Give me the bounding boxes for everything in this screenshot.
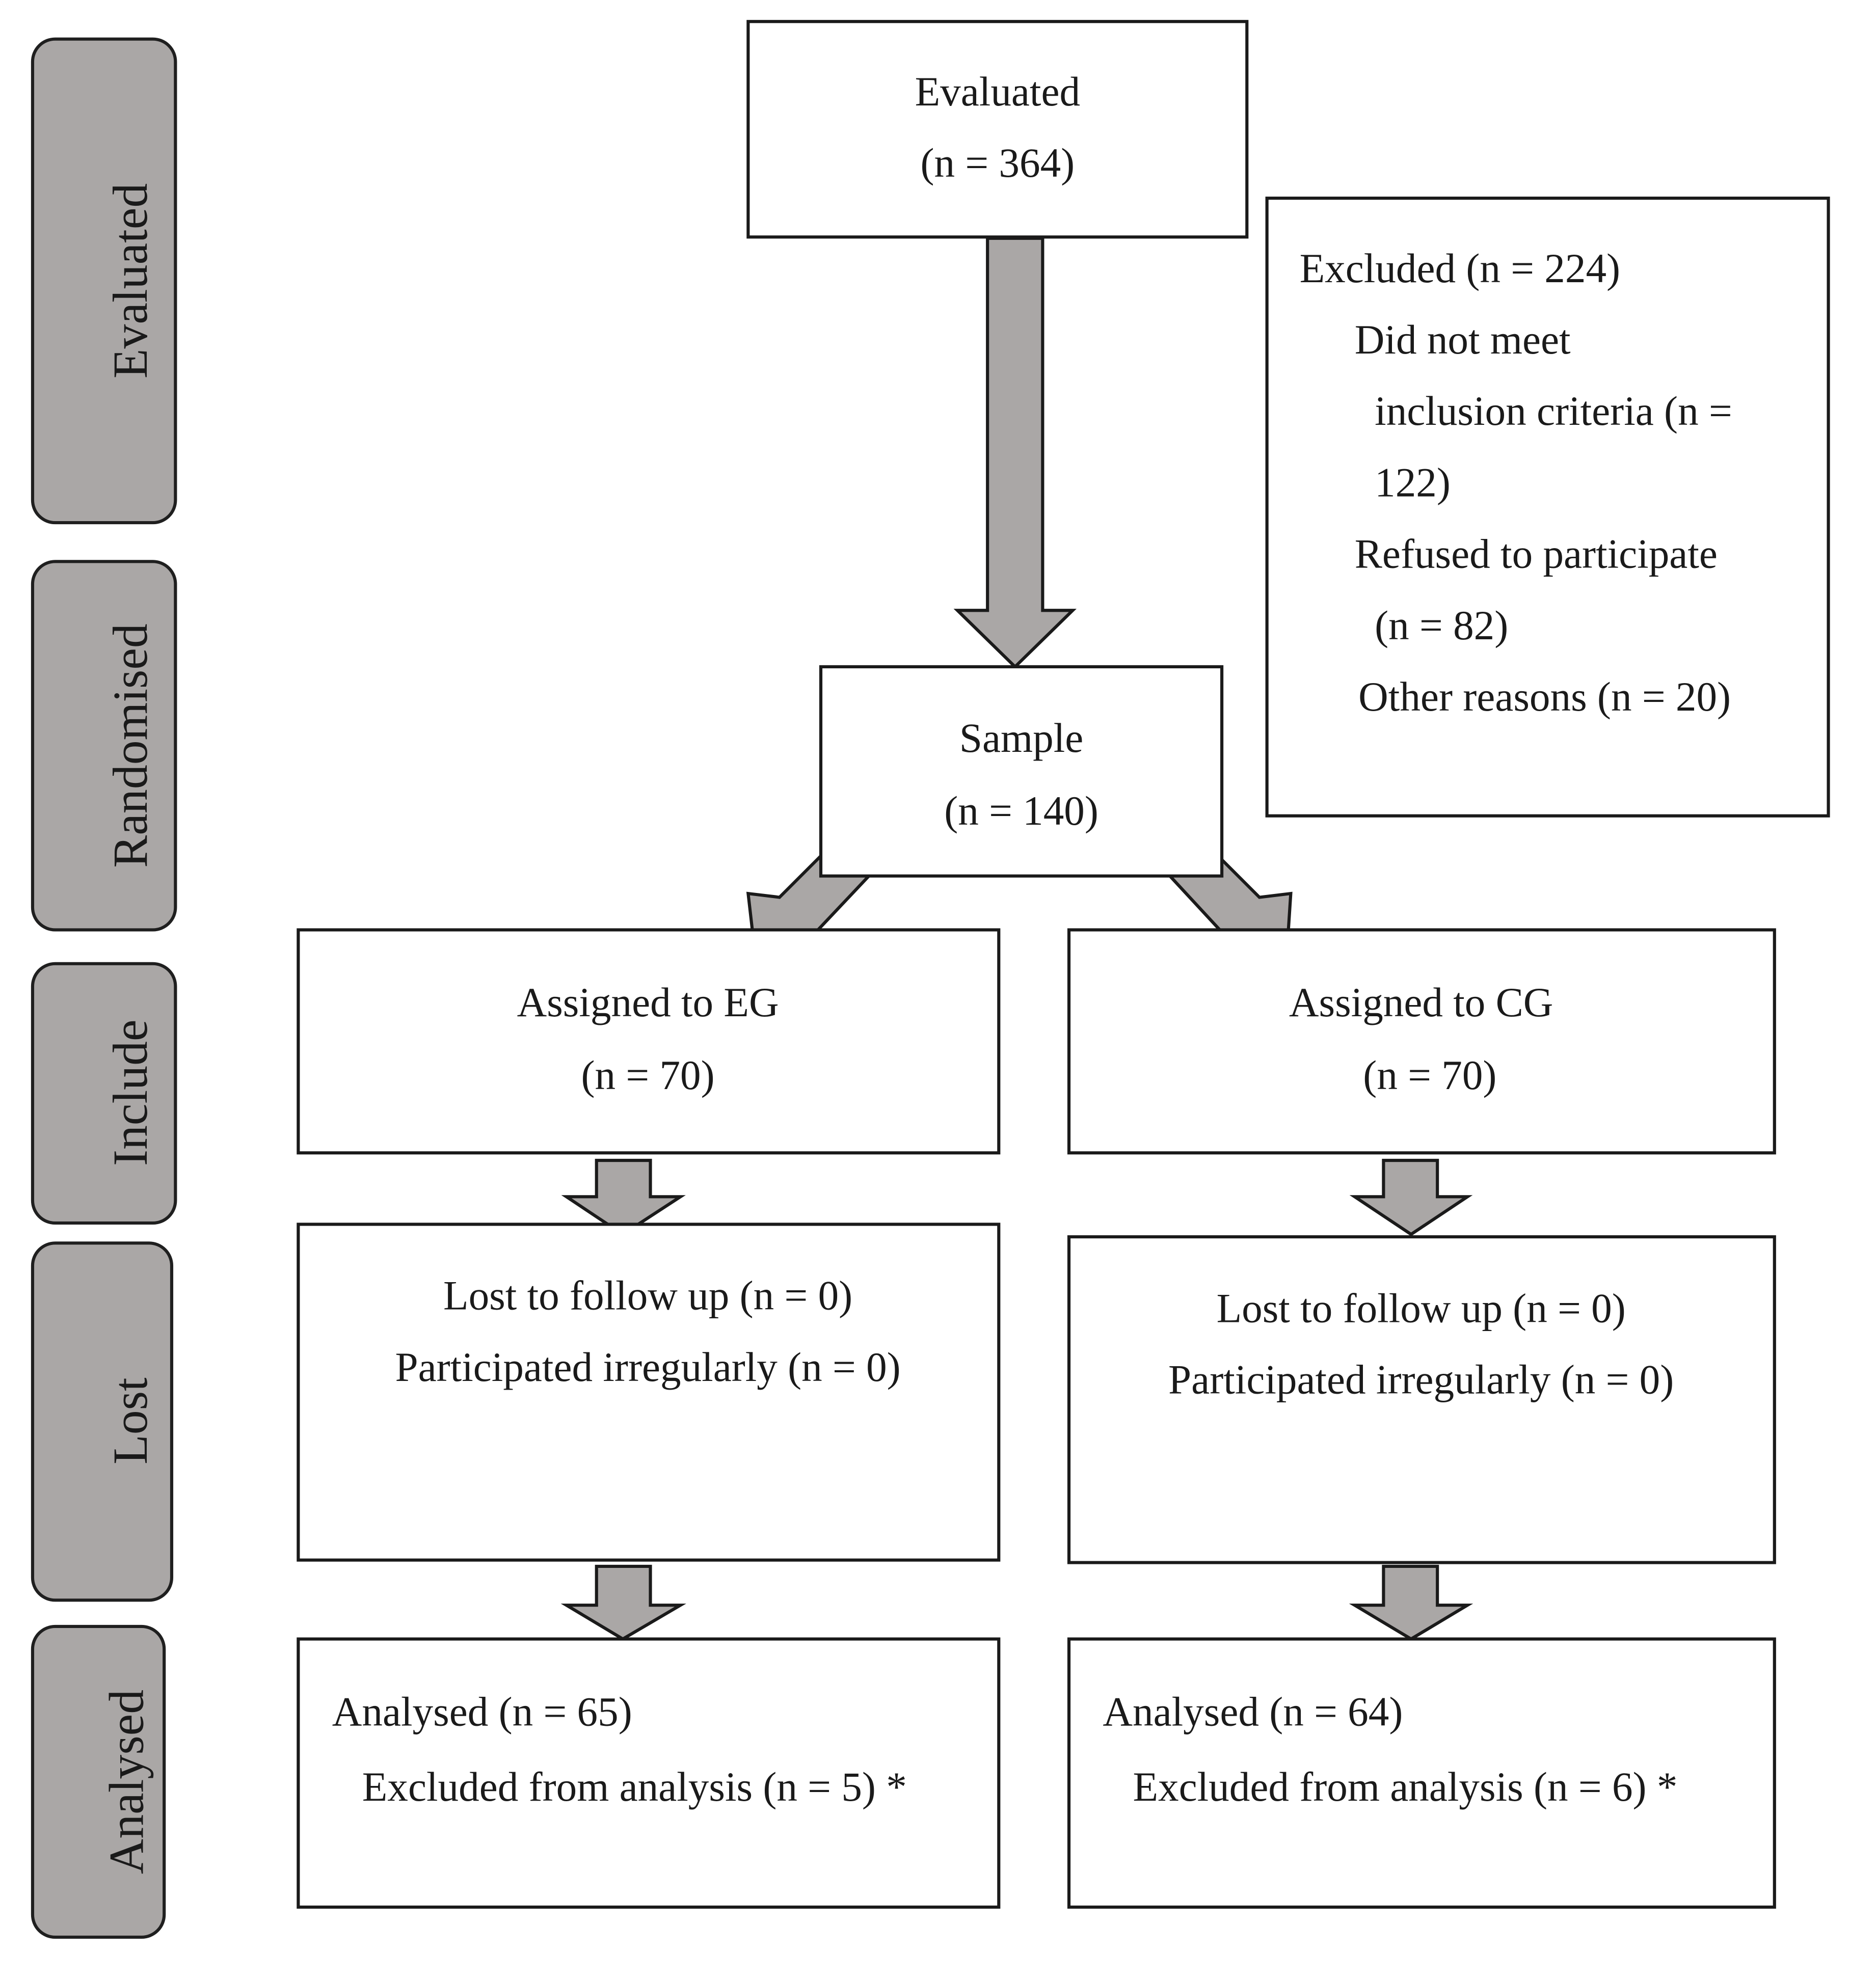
cg-analysed-box: Analysed (n = 64) Excluded from analysis… (1067, 1637, 1776, 1909)
stage-analysed-label: Analysed (99, 1690, 153, 1874)
cg-assigned-box-frame (1067, 928, 1776, 1155)
sample-box-frame (819, 665, 1224, 878)
eg-excluded-line: Excluded from analysis (n = 5) * (362, 1764, 907, 1810)
cg-analysed-box-frame (1067, 1637, 1776, 1909)
cg-analysed-line: Analysed (n = 64) (1103, 1689, 1403, 1734)
stage-randomised-bg (31, 560, 177, 932)
excluded-box-frame (1265, 196, 1830, 818)
eg-lost-line-1: Lost to follow up (n = 0) (443, 1273, 852, 1319)
eg-assigned-box: Assigned to EG (n = 70) (297, 928, 1001, 1155)
stage-lost-label: Lost (103, 1377, 157, 1464)
stage-analysed-bg (31, 1624, 166, 1939)
cg-lost-line-1: Lost to follow up (n = 0) (1217, 1285, 1626, 1331)
stage-include: Include (31, 962, 177, 1225)
eg-lost-box: Lost to follow up (n = 0) Participated i… (297, 1223, 1001, 1562)
cg-lost-box-frame (1067, 1235, 1776, 1564)
arrow-cg-assigned-to-lost (1349, 1158, 1473, 1236)
cg-lost-box: Lost to follow up (n = 0) Participated i… (1067, 1235, 1776, 1564)
evaluated-box-frame (746, 20, 1249, 239)
stage-analysed: Analysed (31, 1624, 166, 1939)
cg-assigned-count: (n = 70) (1363, 1052, 1496, 1098)
sample-box-title: Sample (959, 715, 1083, 761)
stage-lost-bg (31, 1241, 174, 1602)
arrow-eg-lost-to-analysed (560, 1564, 686, 1641)
eg-assigned-title: Assigned to EG (517, 980, 779, 1025)
evaluated-box-title: Evaluated (915, 69, 1080, 115)
arrow-evaluated-to-sample (953, 236, 1077, 669)
evaluated-box-count: (n = 364) (920, 140, 1075, 186)
eg-lost-line-2: Participated irregularly (n = 0) (395, 1344, 900, 1390)
excluded-line-criteria-1: Did not meet (1355, 317, 1571, 363)
arrow-eg-assigned-to-lost (561, 1158, 686, 1236)
eg-assigned-box-frame (297, 928, 1001, 1155)
sample-box-count: (n = 140) (944, 788, 1098, 834)
cg-assigned-title: Assigned to CG (1289, 980, 1553, 1025)
excluded-line-criteria-2: inclusion criteria (n = (1375, 388, 1732, 434)
eg-analysed-line: Analysed (n = 65) (332, 1689, 632, 1734)
stage-evaluated-label: Evaluated (103, 183, 157, 378)
eg-lost-box-frame (297, 1223, 1001, 1562)
excluded-box: Excluded (n = 224) Did not meet inclusio… (1265, 196, 1830, 818)
stage-lost: Lost (31, 1241, 174, 1602)
excluded-line-other: Other reasons (n = 20) (1358, 674, 1731, 720)
cg-assigned-box: Assigned to CG (n = 70) (1067, 928, 1776, 1155)
cg-excluded-line: Excluded from analysis (n = 6) * (1133, 1764, 1677, 1810)
arrow-cg-lost-to-analysed (1349, 1564, 1473, 1641)
excluded-line-refused-2: (n = 82) (1375, 603, 1508, 648)
stage-evaluated-bg (31, 37, 177, 525)
eg-assigned-count: (n = 70) (581, 1052, 715, 1098)
evaluated-box: Evaluated (n = 364) (746, 20, 1249, 239)
excluded-line-refused-1: Refused to participate (1355, 531, 1718, 577)
stage-include-bg (31, 962, 177, 1225)
stage-randomised-label: Randomised (103, 623, 157, 868)
sample-box: Sample (n = 140) (819, 665, 1224, 878)
eg-analysed-box-frame (297, 1637, 1001, 1909)
excluded-line-criteria-3: 122) (1375, 459, 1451, 505)
stage-include-label: Include (103, 1019, 157, 1166)
cg-lost-line-2: Participated irregularly (n = 0) (1168, 1357, 1674, 1402)
eg-analysed-box: Analysed (n = 65) Excluded from analysis… (297, 1637, 1001, 1909)
stage-randomised: Randomised (31, 560, 177, 932)
stage-evaluated: Evaluated (31, 37, 177, 525)
excluded-line-total: Excluded (n = 224) (1300, 246, 1620, 291)
